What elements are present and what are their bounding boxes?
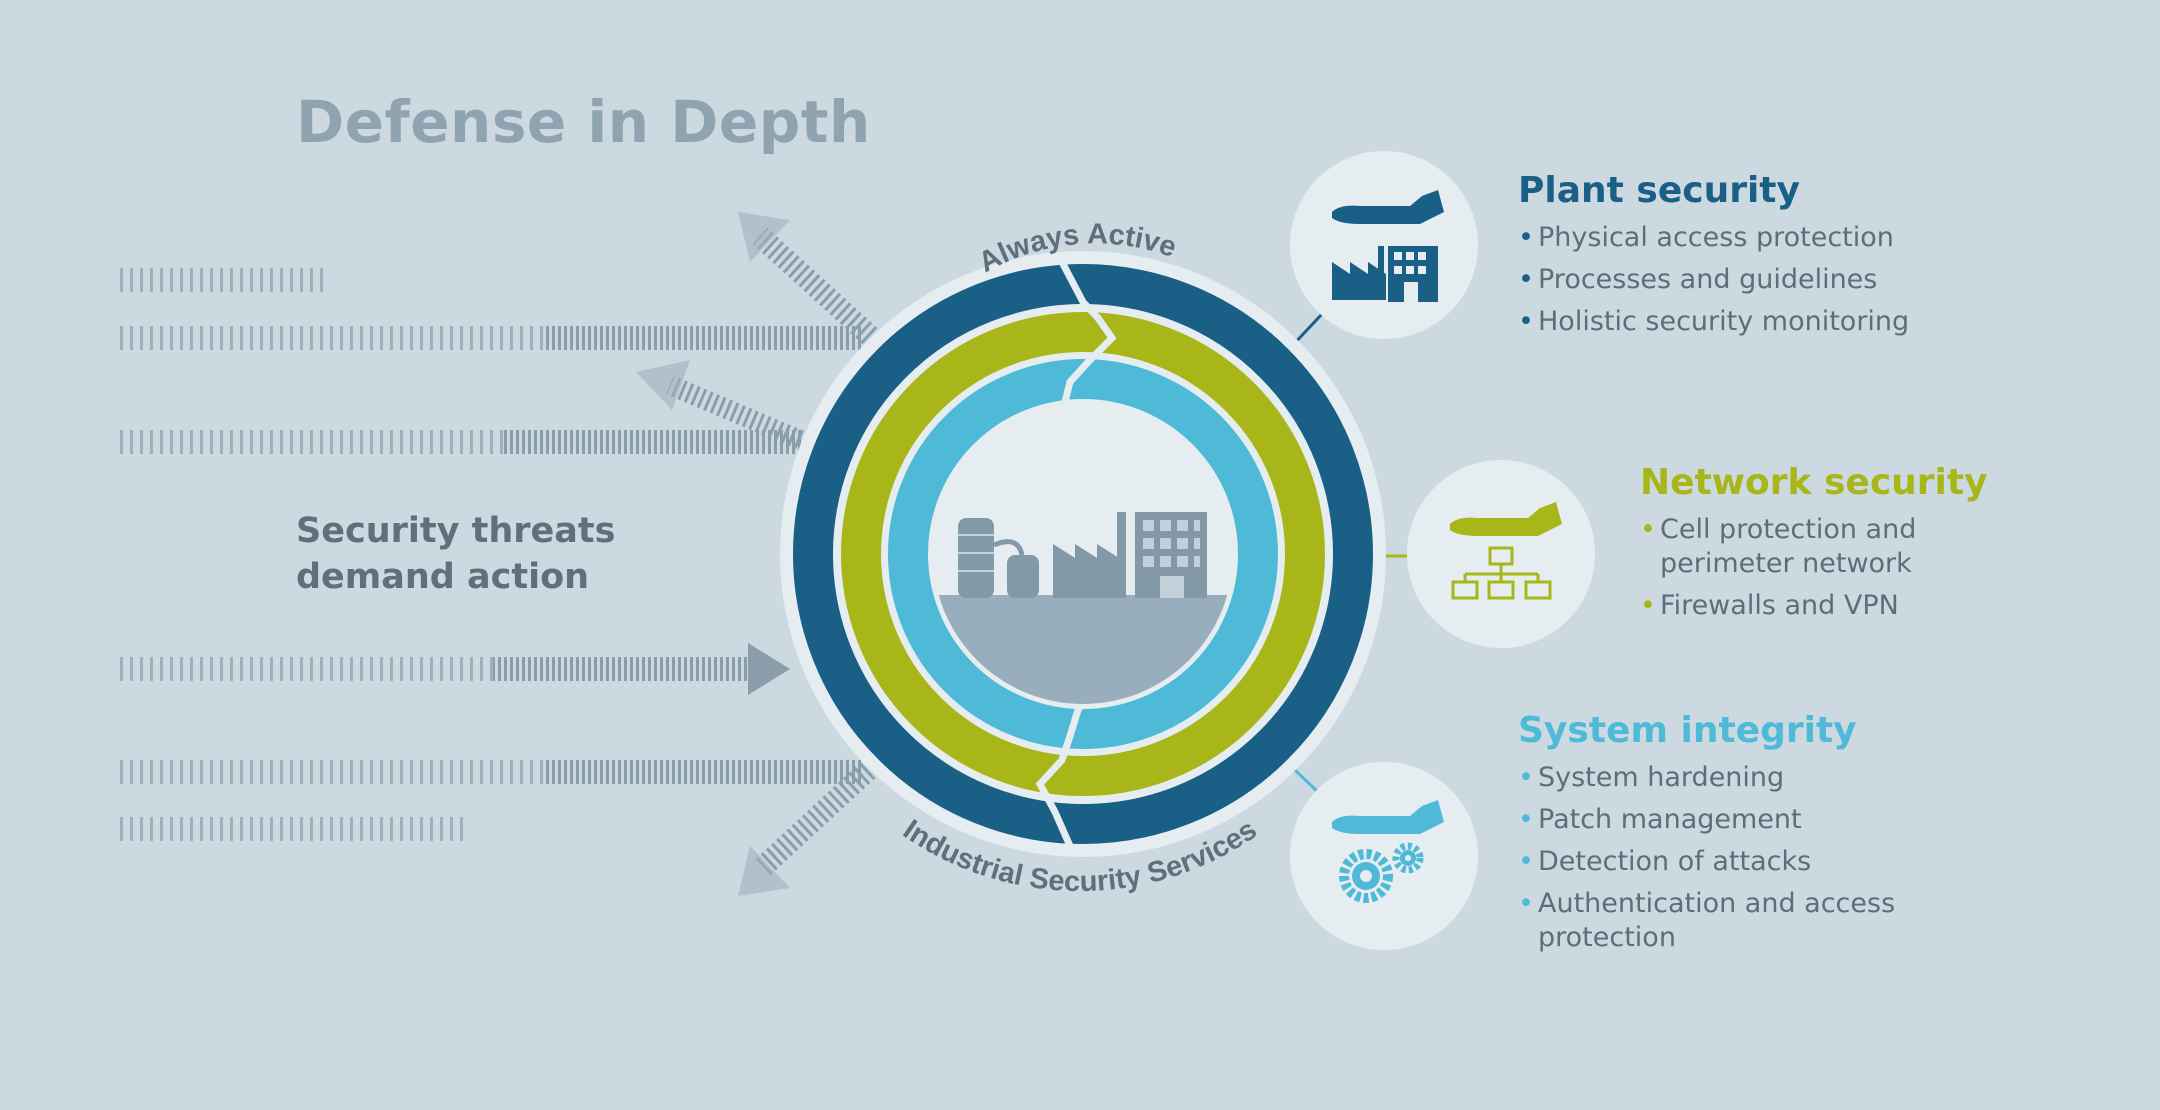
threat-line-4 [113,643,790,695]
system-integrity-title: System integrity [1518,710,1857,751]
network-security-section: Network security •Cell protection and pe… [1640,462,1988,631]
list-item-text: Cell protection and [1660,514,1917,545]
list-item: •Patch management [1518,803,1895,837]
deflected-arrow-top [738,212,878,345]
system-icon-circle [1290,762,1478,950]
list-item-continuation: protection [1518,921,1895,955]
list-item-text: Firewalls and VPN [1660,590,1899,621]
threats-caption: Security threats demand action [296,508,615,600]
threats-caption-line-2: demand action [296,557,590,597]
system-integrity-list: •System hardening •Patch management •Det… [1518,761,1895,955]
list-item-text: System hardening [1538,762,1785,793]
list-item-text: perimeter network [1660,548,1912,579]
hand-over-network-icon [1450,502,1562,600]
threat-line-6 [113,817,465,841]
bullet-icon: • [1640,590,1656,621]
bullet-icon: • [1518,306,1534,337]
system-ring [888,359,1278,749]
deflected-arrow-bottom [738,761,876,896]
bullet-icon: • [1518,888,1534,919]
plant-ring [793,264,1373,844]
plant-security-list: •Physical access protection •Processes a… [1518,221,1909,339]
threat-line-1 [113,268,328,292]
plant-security-title: Plant security [1518,170,1800,211]
threats-caption-line-1: Security threats [296,511,616,551]
plant-security-section: Plant security •Physical access protecti… [1518,170,1909,347]
threat-arrows [113,212,878,896]
system-integrity-section: System integrity •System hardening •Patc… [1518,710,1895,963]
list-item: •Authentication and access [1518,887,1895,921]
list-item: •Physical access protection [1518,221,1909,255]
list-item: •Detection of attacks [1518,845,1895,879]
list-item-text: Processes and guidelines [1538,264,1878,295]
threat-line-5 [113,760,863,784]
list-item: •Processes and guidelines [1518,263,1909,297]
bullet-icon: • [1518,264,1534,295]
bullet-icon: • [1518,222,1534,253]
bullet-icon: • [1640,514,1656,545]
industrial-plant-icon [933,512,1233,704]
top-separator [1058,260,1117,411]
list-item-text: Holistic security monitoring [1538,306,1910,337]
list-item-text: protection [1538,922,1676,953]
list-item-text: Detection of attacks [1538,846,1812,877]
list-item-text: Authentication and access [1538,888,1896,919]
plant-icon-circle [1290,151,1478,339]
list-item-continuation: perimeter network [1640,547,1988,581]
list-item: •Firewalls and VPN [1640,589,1988,623]
network-ring [841,312,1325,796]
network-security-list: •Cell protection and perimeter network •… [1640,513,1988,623]
deflected-arrow-middle [636,360,804,450]
bottom-separator [1035,693,1091,848]
list-item-text: Physical access protection [1538,222,1894,253]
threat-line-2 [113,326,861,350]
bullet-icon: • [1518,804,1534,835]
page-title: Defense in Depth [296,88,871,156]
list-item: •Holistic security monitoring [1518,305,1909,339]
threat-line-3 [113,430,801,454]
network-security-title: Network security [1640,462,1988,503]
list-item: •Cell protection and [1640,513,1988,547]
bullet-icon: • [1518,762,1534,793]
hand-over-factory-icon [1332,190,1444,302]
list-item-text: Patch management [1538,804,1802,835]
hand-over-gears-icon [1332,800,1444,903]
list-item: •System hardening [1518,761,1895,795]
bullet-icon: • [1518,846,1534,877]
network-icon-circle [1407,460,1595,648]
